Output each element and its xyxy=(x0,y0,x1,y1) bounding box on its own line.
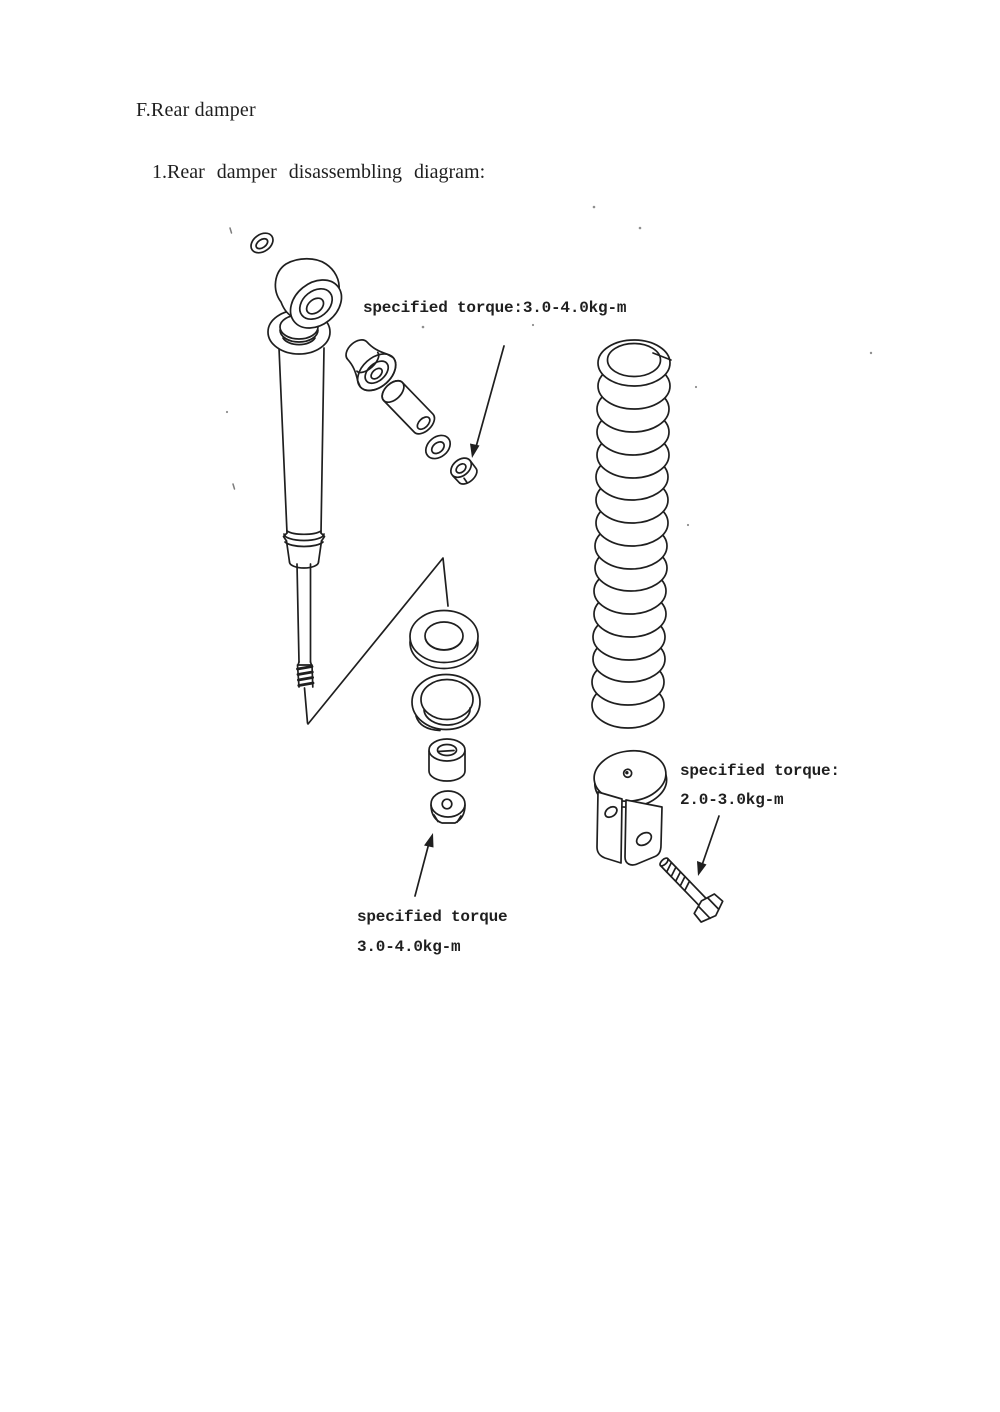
rod-nut-drawing xyxy=(430,790,466,824)
arrow-to-mount-bolt xyxy=(697,815,720,876)
spacer-collar-drawing xyxy=(381,379,436,435)
damper-body-drawing xyxy=(278,344,326,724)
mount-bolt-drawing xyxy=(659,857,724,923)
torque-annotation-rod-nut: specified torque 3.0-4.0kg-m xyxy=(357,902,508,962)
stem-washer-drawing xyxy=(424,434,452,460)
torque-annotation-line: specified torque xyxy=(357,908,508,926)
torque-annotation-mount-bolt: specified torque: 2.0-3.0kg-m xyxy=(680,757,840,815)
damper-grommet-drawing xyxy=(428,738,466,782)
spring-seat-cup-drawing xyxy=(411,673,481,732)
damper-eye-ring-drawing xyxy=(274,257,343,329)
leader-line-rod-parts xyxy=(307,557,449,725)
torque-annotation-line: 2.0-3.0kg-m xyxy=(680,791,784,809)
torque-annotation-stem-nut: specified torque:3.0-4.0kg-m xyxy=(363,299,627,317)
scan-speck-marks xyxy=(225,205,873,527)
mount-fork-left-plate xyxy=(596,791,623,864)
top-stem-washer-drawing xyxy=(250,232,274,254)
torque-annotation-line: specified torque: xyxy=(680,762,840,780)
lower-mount-drawing xyxy=(593,749,668,866)
section-heading: F.Rear damper xyxy=(136,99,256,121)
arrow-to-stem-nut xyxy=(470,345,505,458)
coil-spring-drawing xyxy=(591,339,672,729)
stem-nut-drawing xyxy=(450,457,478,485)
arrow-to-rod-nut xyxy=(414,833,434,897)
rod-washer-drawing xyxy=(409,609,479,670)
rubber-bushing-drawing xyxy=(345,339,397,392)
subsection-heading: 1.Rear damper disassembling diagram: xyxy=(152,161,486,183)
torque-annotation-line: 3.0-4.0kg-m xyxy=(357,938,461,956)
